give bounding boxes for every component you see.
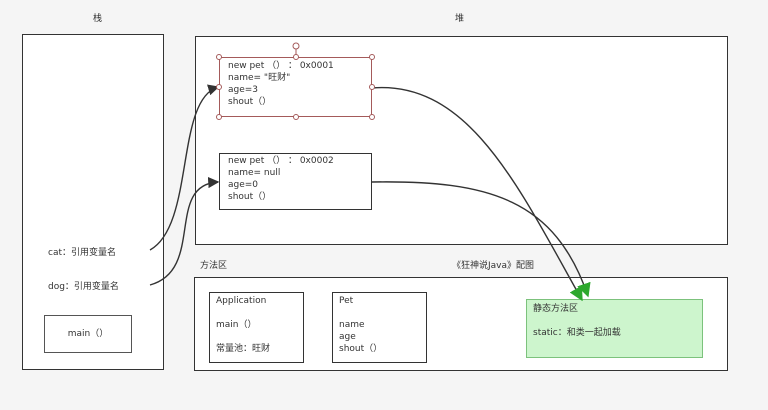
pet-object-0x0002[interactable]: new pet （） ： 0x0002 name= null age=0 sho… (219, 153, 372, 210)
static-area-title: 静态方法区 (533, 304, 579, 314)
stack-region[interactable] (22, 34, 164, 370)
diagram-caption: 《狂神说Java》配图 (452, 261, 535, 271)
constant-pool: 常量池：旺财 (216, 344, 271, 354)
application-class-box[interactable]: Application main（） 常量池：旺财 (209, 292, 304, 363)
obj1-shout: shout（） (228, 97, 272, 107)
obj2-shout: shout（） (228, 192, 272, 202)
main-frame-label: main（） (67, 329, 109, 339)
obj1-age: age=3 (228, 85, 259, 95)
static-method-area[interactable]: 静态方法区 static：和类一起加载 (526, 299, 703, 358)
cat-to-obj1-arrow (149, 84, 220, 251)
heap-title: 堆 (455, 14, 465, 24)
pet-class-box[interactable]: Pet name age shout（） (332, 292, 427, 363)
obj2-header: new pet （） ： 0x0002 (228, 156, 334, 166)
stack-title: 栈 (93, 14, 103, 24)
obj1-name: name= "旺财" (228, 73, 291, 83)
dog-reference-label[interactable]: dog：引用变量名 (48, 282, 119, 292)
pet-field-age: age (339, 332, 356, 342)
pet-class-name: Pet (339, 296, 354, 306)
main-frame-box[interactable]: main（） (44, 315, 132, 353)
obj2-to-static-arrow (371, 181, 591, 298)
heap-region[interactable] (195, 36, 728, 245)
dog-to-obj2-arrow (149, 176, 220, 286)
obj2-age: age=0 (228, 180, 259, 190)
application-class-name: Application (216, 296, 267, 306)
pet-method-shout: shout（） (339, 344, 383, 354)
pet-field-name: name (339, 320, 365, 330)
obj1-header: new pet （） ： 0x0001 (228, 61, 334, 71)
obj1-to-static-arrow (371, 87, 583, 302)
obj2-name: name= null (228, 168, 281, 178)
method-area-title: 方法区 (200, 261, 228, 271)
selection-handles[interactable] (216, 42, 375, 120)
static-area-note: static：和类一起加载 (533, 328, 621, 338)
application-main-method: main（） (216, 320, 257, 330)
cat-reference-label[interactable]: cat：引用变量名 (48, 248, 116, 258)
pet-object-0x0001[interactable]: new pet （） ： 0x0001 name= "旺财" age=3 sho… (219, 57, 372, 117)
